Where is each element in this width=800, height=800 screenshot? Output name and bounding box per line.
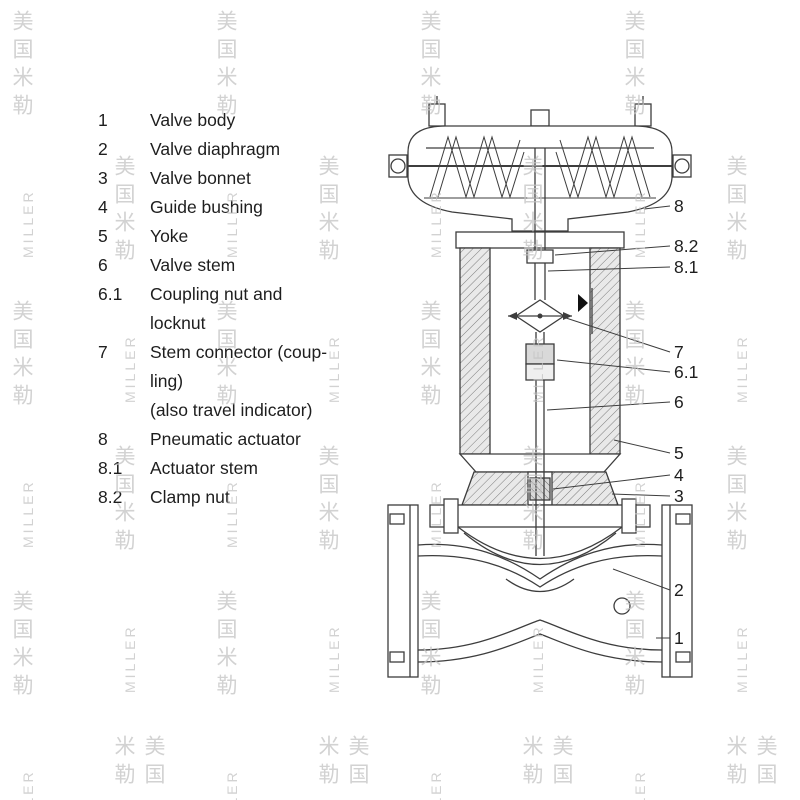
- legend-item-8-2: 8.2 Clamp nut: [98, 483, 390, 512]
- legend-number: 5: [98, 226, 108, 246]
- legend-item-4: 4 Guide bushing: [98, 193, 390, 222]
- callout-3: 3: [674, 486, 684, 506]
- legend-label: Valve body: [150, 110, 236, 130]
- legend-number: 3: [98, 168, 108, 188]
- legend-label: Yoke: [150, 226, 189, 246]
- legend-number: 8.1: [98, 458, 123, 478]
- legend-number: 4: [98, 197, 108, 217]
- legend-label: Stem connector (coup- ling) (also travel…: [150, 342, 328, 420]
- legend-label: Coupling nut and locknut: [150, 284, 283, 333]
- actuator-stem: [534, 148, 546, 300]
- body-top-flange: [429, 498, 651, 534]
- legend-number: 1: [98, 110, 108, 130]
- legend-item-6: 6 Valve stem: [98, 251, 390, 280]
- legend-item-8-1: 8.1 Actuator stem: [98, 454, 390, 483]
- legend-label: Clamp nut: [150, 487, 230, 507]
- clamp-nut: [526, 249, 554, 264]
- callout-6: 6: [674, 392, 684, 412]
- legend-item-1: 1 Valve body: [98, 106, 390, 135]
- guide-bushing: [529, 477, 551, 501]
- legend-number: 6.1: [98, 284, 123, 304]
- callout-7: 7: [674, 342, 684, 362]
- legend-label: Actuator stem: [150, 458, 258, 478]
- coupling-nut: [525, 343, 555, 381]
- legend-item-6-1: 6.1 Coupling nut and locknut: [98, 280, 390, 338]
- callout-8: 8: [674, 196, 684, 216]
- callout-4: 4: [674, 465, 684, 485]
- stem-connector: [508, 288, 593, 334]
- valve-body: [387, 504, 693, 678]
- legend-label: Guide bushing: [150, 197, 263, 217]
- legend-number: 8.2: [98, 487, 123, 507]
- yoke: [455, 231, 625, 473]
- legend-label: Valve stem: [150, 255, 236, 275]
- legend-label: Valve diaphragm: [150, 139, 281, 159]
- valve-diaphragm: [457, 526, 623, 566]
- legend-label: Valve bonnet: [150, 168, 251, 188]
- leader-lines: [546, 205, 671, 639]
- actuator-flange-bolts: [388, 154, 692, 178]
- callout-8-1: 8.1: [674, 257, 699, 277]
- legend-label: Pneumatic actuator: [150, 429, 301, 449]
- legend-number: 6: [98, 255, 108, 275]
- callout-1: 1: [674, 628, 684, 648]
- callout-2: 2: [674, 580, 684, 600]
- parts-legend: 1 Valve body 2 Valve diaphragm 3 Valve b…: [98, 106, 390, 512]
- legend-number: 2: [98, 139, 108, 159]
- callout-5: 5: [674, 443, 684, 463]
- travel-indicator-pointer: [578, 294, 588, 312]
- legend-item-2: 2 Valve diaphragm: [98, 135, 390, 164]
- legend-item-7: 7 Stem connector (coup- ling) (also trav…: [98, 338, 390, 425]
- legend-number: 7: [98, 342, 108, 362]
- callout-6-1: 6.1: [674, 362, 699, 382]
- legend-item-8: 8 Pneumatic actuator: [98, 425, 390, 454]
- callout-8-2: 8.2: [674, 236, 699, 256]
- legend-item-3: 3 Valve bonnet: [98, 164, 390, 193]
- legend-number: 8: [98, 429, 108, 449]
- legend-item-5: 5 Yoke: [98, 222, 390, 251]
